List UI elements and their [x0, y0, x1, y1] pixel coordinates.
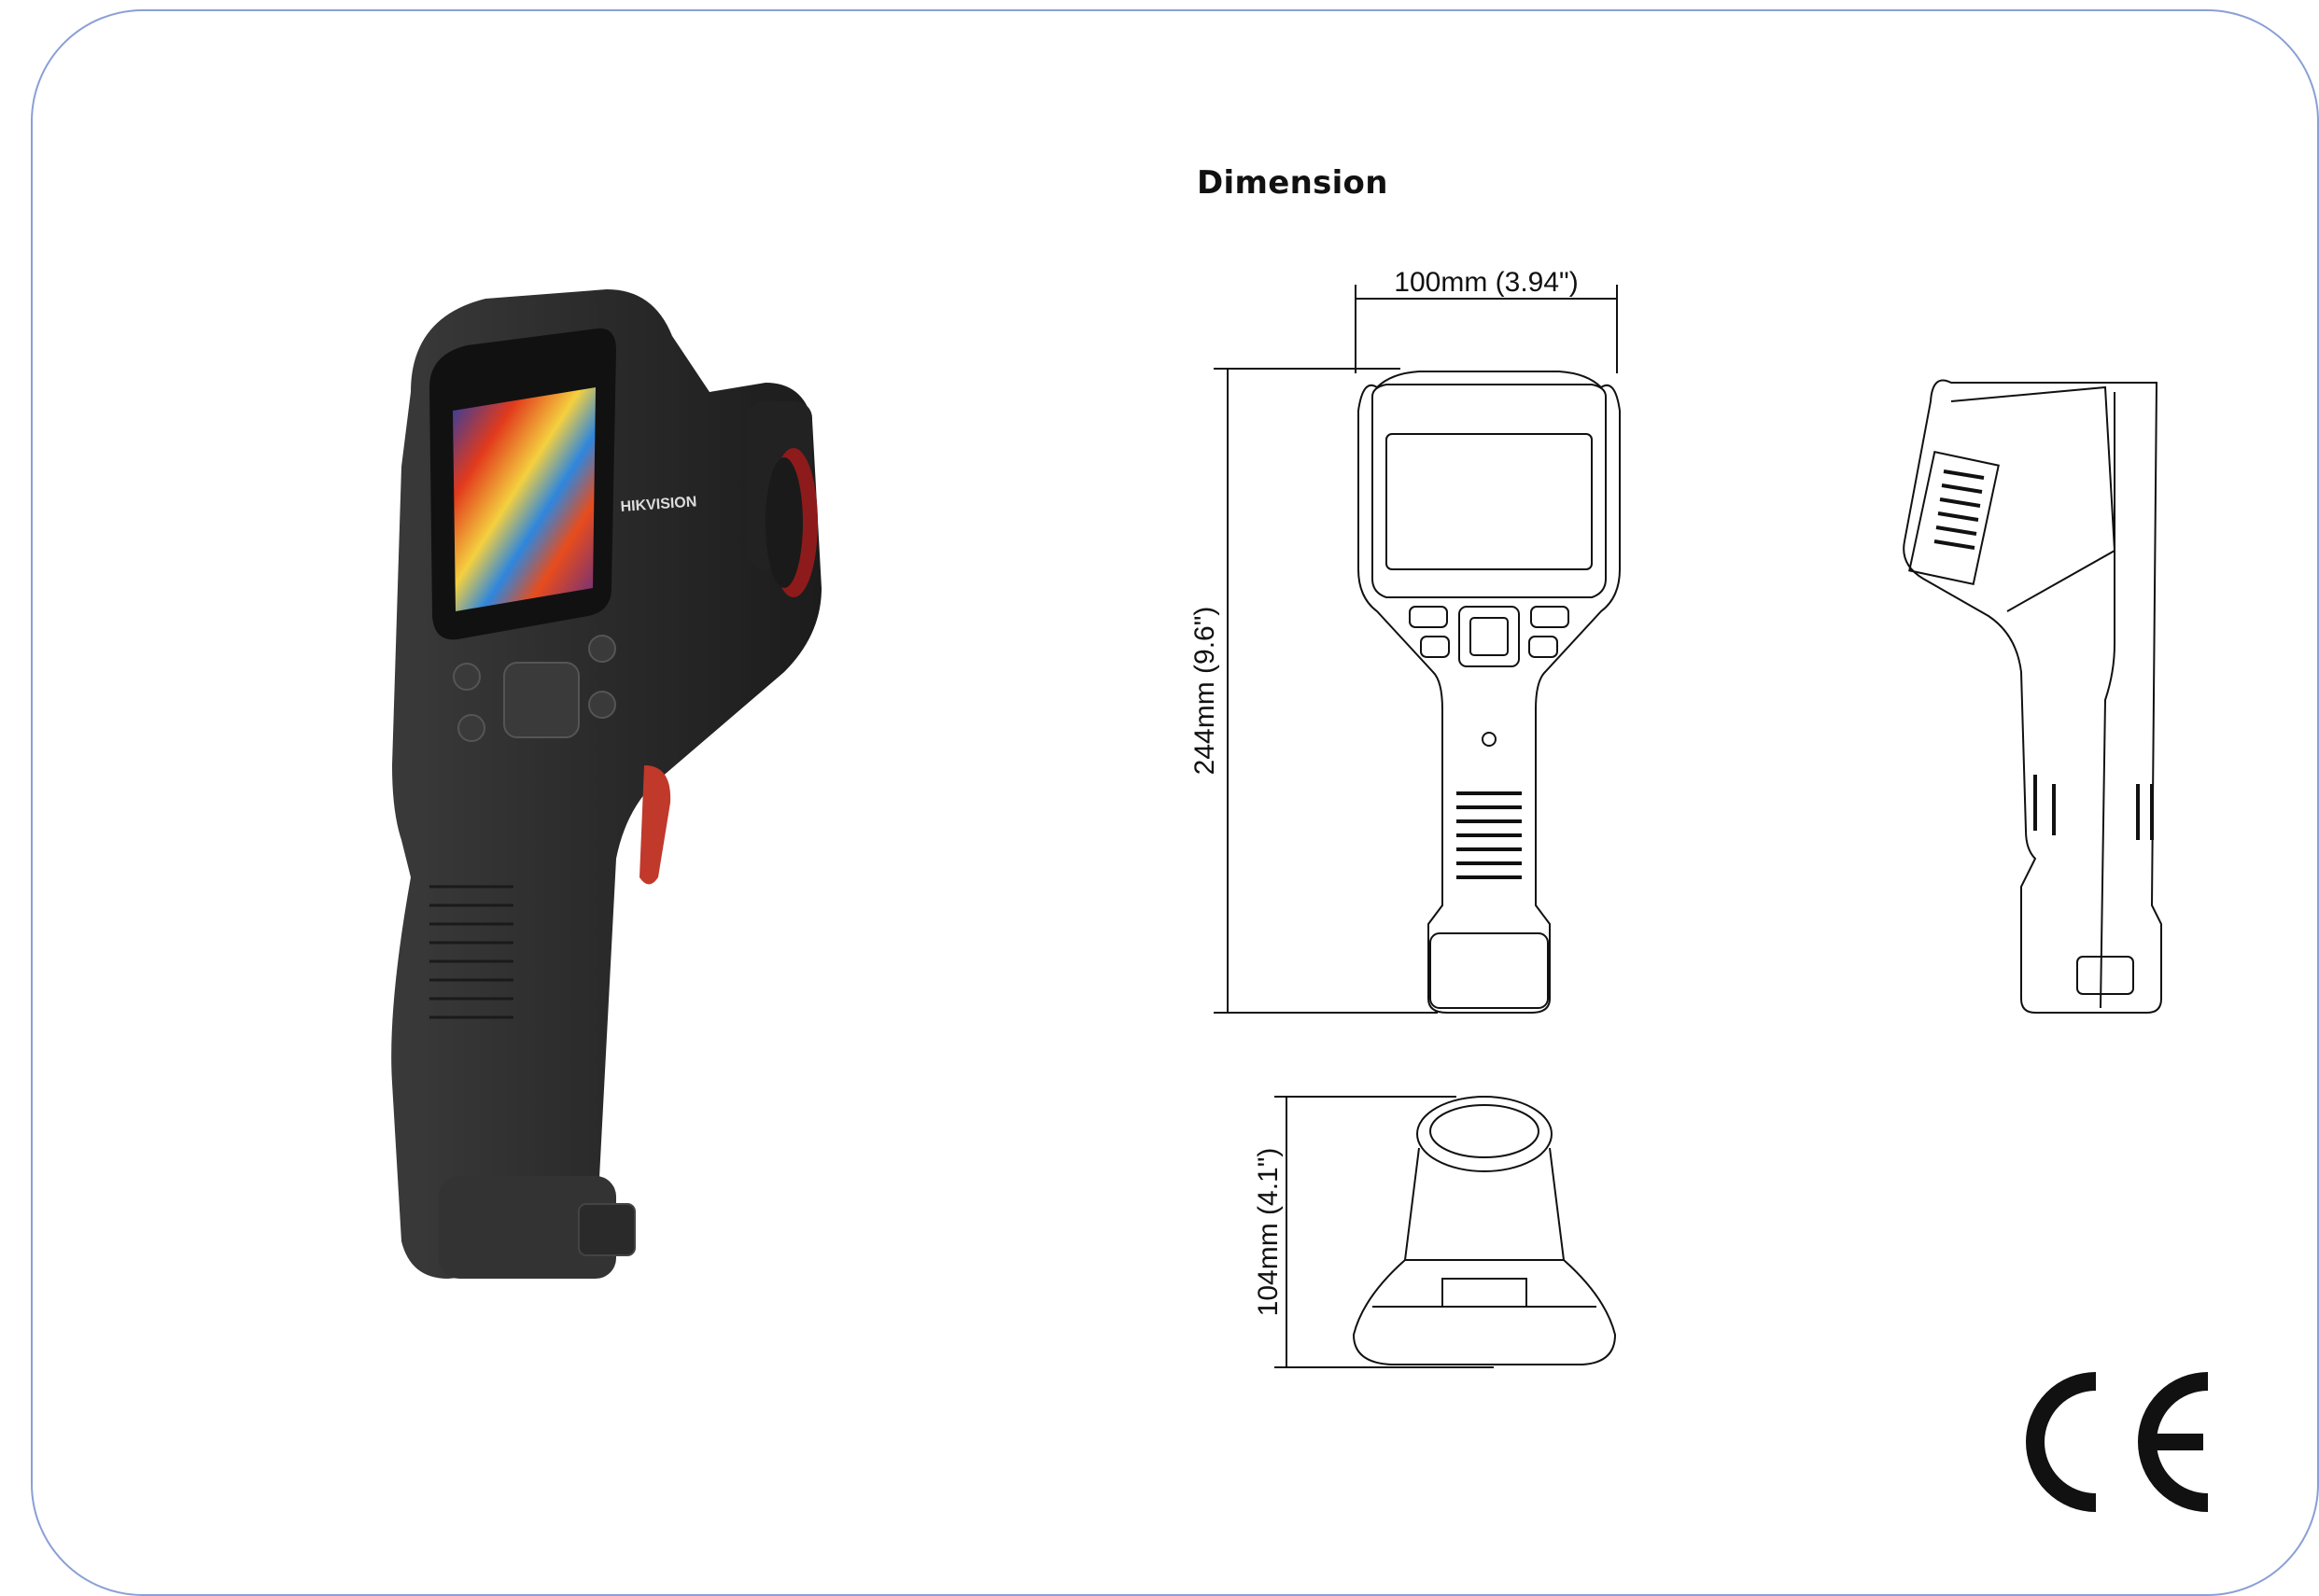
- product-photo: HIKVISION: [391, 289, 822, 1279]
- ce-mark: [2026, 1372, 2209, 1512]
- width-dimension-label: 100mm (3.94"): [1394, 271, 1578, 298]
- height-dimension-label: 244mm (9.6"): [1189, 607, 1220, 776]
- front-view-drawing: 100mm (3.94") 244mm (9.6"): [1189, 271, 1621, 1014]
- section-title: Dimension: [1197, 164, 1388, 202]
- side-view-drawing: [1903, 379, 2162, 1014]
- depth-dimension-label: 104mm (4.1"): [1253, 1148, 1284, 1317]
- bottom-view-drawing: 104mm (4.1"): [1253, 1096, 1617, 1368]
- brand-label: HIKVISION: [620, 494, 697, 515]
